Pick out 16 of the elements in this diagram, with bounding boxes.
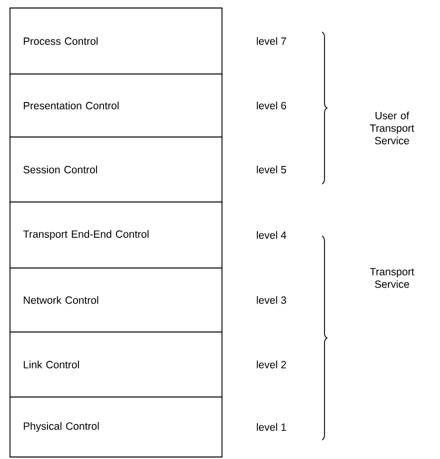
group-label: Transport Service (370, 268, 414, 288)
layer-box: Link Control (10, 332, 222, 398)
layer-box: Physical Control (10, 396, 222, 458)
layer-box: Network Control (10, 268, 222, 332)
group-label: User of Transport Service (370, 112, 414, 144)
layer-box: Transport End-End Control (10, 202, 222, 268)
layer-box: Process Control (10, 8, 222, 74)
level-label: level 3 (256, 296, 286, 304)
layer-box: Session Control (10, 136, 222, 202)
level-label: level 7 (256, 37, 286, 45)
level-label: level 2 (256, 360, 286, 368)
layer-box: Presentation Control (10, 74, 222, 138)
level-label: level 6 (256, 102, 286, 110)
level-label: level 4 (256, 231, 286, 239)
level-label: level 1 (256, 423, 286, 431)
level-label: level 5 (256, 166, 286, 174)
